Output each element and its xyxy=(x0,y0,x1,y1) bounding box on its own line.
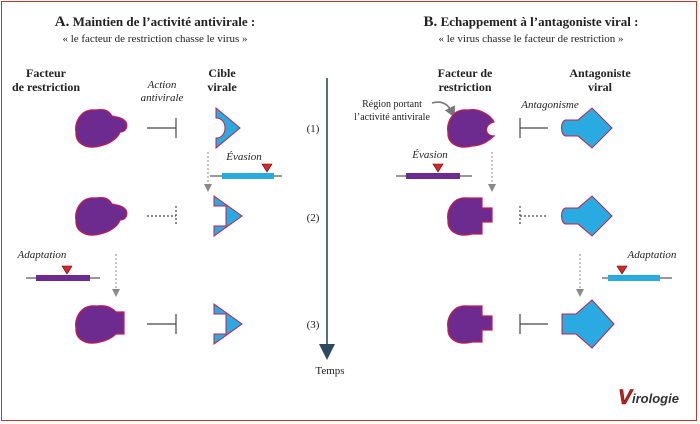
panel-a-row2-mutated-viral-target xyxy=(213,195,243,237)
panel-a-evasion-mutation-icon xyxy=(261,163,273,173)
panel-a-row3-adapted-restriction-factor xyxy=(75,305,125,344)
panel-a-row1-viral-target xyxy=(215,107,241,149)
panel-a-title: A. Maintien de l’activité antivirale : xyxy=(55,14,256,30)
panel-a-adaptation-label: Adaptation xyxy=(17,249,67,261)
panel-b-row2-viral-antagonist xyxy=(561,195,613,237)
timeline-label: Temps xyxy=(315,365,344,377)
panel-b-row3-restriction-factor xyxy=(447,305,493,344)
panel-a-subtitle: « le facteur de restriction chasse le vi… xyxy=(62,33,247,45)
panel-a-row1-restriction-factor xyxy=(75,108,128,148)
panel-a-row3-viral-target xyxy=(213,303,243,345)
panel-b-adaptation-label: Adaptation xyxy=(627,249,677,261)
panel-b-adaptation-mutation-icon xyxy=(616,265,628,275)
panel-a-target-header-1: Cible xyxy=(208,66,236,80)
panel-a-target-header-2: virale xyxy=(207,80,237,94)
panel-a-action-label-1: Action xyxy=(147,79,177,91)
panel-a-adaptation-mutation-icon xyxy=(61,265,73,275)
timeline-step-3: (3) xyxy=(307,319,320,331)
panel-b-row1-restriction-factor xyxy=(447,109,495,148)
panel-b-region-label-1: Région portant xyxy=(362,99,422,110)
timeline-step-1: (1) xyxy=(307,123,320,135)
virologie-logo: V irologie xyxy=(618,386,679,410)
panel-a-action-label-2: antivirale xyxy=(141,92,184,104)
panel-b-evasion-host-gene xyxy=(406,173,460,179)
panel-b-antagonist-header-2: viral xyxy=(588,80,613,94)
panel-a-factor-header-1: Facteur xyxy=(26,66,67,80)
logo-initial: V xyxy=(618,386,634,409)
panel-a-adaptation-host-gene xyxy=(36,275,90,281)
panel-b-region-pointer-arrow xyxy=(431,101,455,118)
panel-b-evasion-mutation-icon xyxy=(432,163,444,173)
panel-b-factor-header-1: Facteur de xyxy=(438,66,493,80)
panel-b-factor-header-2: restriction xyxy=(438,80,491,94)
panel-a-factor-header-2: de restriction xyxy=(12,80,80,94)
panel-b-region-label-2: l’activité antivirale xyxy=(354,112,430,123)
panel-b-antagonism-label: Antagonisme xyxy=(520,99,579,111)
panel-a-row2-restriction-factor xyxy=(75,196,128,236)
panel-b-adaptation-viral-gene xyxy=(608,275,660,281)
panel-b-title: B. Echappement à l’antagoniste viral : xyxy=(424,14,639,30)
panel-a-evasion-label: Évasion xyxy=(225,151,262,163)
panel-b-antagonist-header-1: Antagoniste xyxy=(569,66,631,80)
panel-b-row1-viral-antagonist xyxy=(561,107,613,149)
logo-rest: irologie xyxy=(632,391,679,406)
panel-a-evasion-viral-gene xyxy=(222,173,274,179)
timeline-step-2: (2) xyxy=(307,212,320,224)
panel-b-evasion-label: Évasion xyxy=(411,149,448,161)
panel-b-subtitle: « le virus chasse le facteur de restrict… xyxy=(438,33,623,45)
panel-b-row3-adapted-viral-antagonist xyxy=(561,299,615,349)
panel-b-row2-mutated-restriction-factor xyxy=(447,197,493,236)
